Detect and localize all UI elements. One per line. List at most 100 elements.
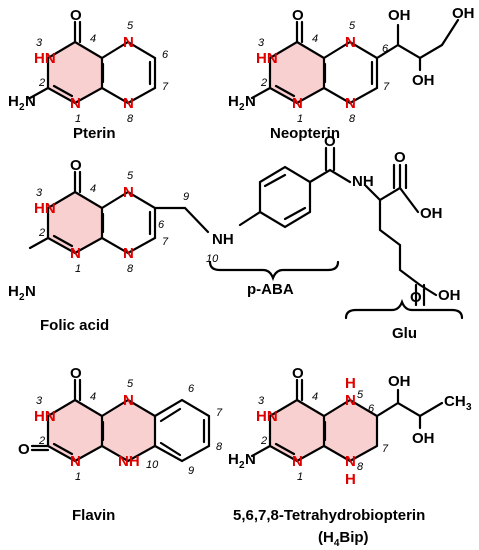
neopterin-num-4: 4 (312, 33, 318, 45)
neopterin-name: Neopterin (270, 125, 340, 142)
h4bip-num-8: 8 (357, 461, 364, 473)
folic-carboxyl-oh-2: OH (438, 287, 461, 304)
h4bip-amino-n: N (245, 451, 256, 468)
folic-num-2: 2 (38, 227, 45, 239)
neopterin-n8: N (345, 95, 356, 112)
pterin-num-3: 3 (36, 37, 43, 49)
neopterin-n1: N (292, 95, 303, 112)
flavin-num-7: 7 (216, 407, 223, 419)
h4bip-ch3-sub: 3 (466, 402, 472, 413)
flavin-num-10: 10 (146, 459, 159, 471)
folic-num-3: 3 (36, 187, 43, 199)
h4bip-hn3: HN (256, 408, 278, 425)
flavin-num-9: 9 (188, 465, 194, 477)
folic-num-10: 10 (206, 253, 219, 265)
h4bip-abbr-sub: 4 (334, 538, 340, 549)
flavin-num-6: 6 (188, 383, 195, 395)
folic-num-4: 4 (90, 183, 96, 195)
neopterin-num-8: 8 (349, 113, 356, 125)
folic-left-ring-highlight (48, 192, 102, 253)
flavin-left-ring-highlight (48, 400, 102, 461)
pterin-num-8: 8 (127, 113, 134, 125)
flavin-num-1: 1 (75, 471, 81, 483)
pterin-bonds (28, 20, 157, 105)
flavin-oxygen-4: O (70, 365, 82, 382)
folic-n8: N (123, 245, 134, 262)
folic-amino-n: N (25, 283, 36, 300)
folic-oxygen: O (70, 157, 82, 174)
h4bip-num-4: 4 (312, 391, 318, 403)
neopterin-oh-2: OH (412, 72, 435, 89)
pterin-amino-n: N (25, 93, 36, 110)
neopterin-hn3: HN (256, 50, 278, 67)
pterin-structure: O HN N N N H 2 N 3 4 5 6 7 8 1 2 Pterin (8, 7, 169, 142)
neopterin-num-5: 5 (349, 20, 356, 32)
h4bip-structure: O HN N N H N H H 2 N OH OH CH 3 3 4 5 6 … (228, 365, 472, 549)
folic-num-7: 7 (162, 236, 169, 248)
pterin-n1: N (70, 95, 81, 112)
flavin-oxygen-2: O (18, 441, 30, 458)
neopterin-left-ring-highlight (270, 42, 324, 103)
h4bip-oh-2: OH (412, 430, 435, 447)
pterin-amino-sub: 2 (19, 102, 25, 113)
h4bip-amino-sub: 2 (239, 460, 245, 471)
h4bip-num-2: 2 (260, 435, 267, 447)
h4bip-num-6: 6 (368, 403, 375, 415)
folic-carboxyl-o-1: O (394, 149, 406, 166)
pterin-num-6: 6 (162, 49, 169, 61)
h4bip-left-ring-highlight (270, 400, 324, 461)
h4bip-ch3: CH (444, 393, 466, 410)
pterin-num-4: 4 (90, 33, 96, 45)
folic-amino-h: H (8, 283, 19, 300)
h4bip-bonds (250, 378, 444, 463)
flavin-n5: N (123, 392, 134, 409)
h4bip-num-7: 7 (382, 443, 389, 455)
h4bip-abbr-pre: (H (318, 529, 334, 546)
folic-carboxyl-o-2: O (410, 289, 422, 306)
neopterin-amino-h: H (228, 93, 239, 110)
h4bip-num-3: 3 (258, 395, 265, 407)
folic-n1: N (70, 245, 81, 262)
pterin-num-5: 5 (127, 20, 134, 32)
folic-nh-10: NH (212, 231, 234, 248)
flavin-bonds (30, 378, 211, 463)
flavin-structure: O O HN N N NH 3 4 5 6 7 8 9 10 1 2 Flavi… (18, 365, 223, 524)
neopterin-structure: O HN N N N H 2 N OH OH OH 3 4 5 6 7 8 1 … (228, 5, 475, 142)
pterin-hn3: HN (34, 50, 56, 67)
neopterin-num-1: 1 (297, 113, 303, 125)
h4bip-n5: N (345, 392, 356, 409)
h4bip-abbr-post: Bip) (339, 529, 368, 546)
h4bip-oxygen: O (292, 365, 304, 382)
neopterin-num-2: 2 (260, 77, 267, 89)
h4bip-h8: H (345, 471, 356, 488)
flavin-n1: N (70, 453, 81, 470)
folic-hn3: HN (34, 200, 56, 217)
h4bip-amino-h: H (228, 451, 239, 468)
glu-brace (344, 298, 464, 320)
pterin-num-1: 1 (75, 113, 81, 125)
folic-nh-amide: NH (352, 173, 374, 190)
folic-acid-structure: O HN N N N H 2 N NH NH O O OH O OH 3 4 5… (8, 133, 464, 342)
h4bip-num-5: 5 (357, 389, 364, 401)
neopterin-n5: N (345, 34, 356, 51)
flavin-num-5: 5 (127, 378, 134, 390)
folic-num-1: 1 (75, 263, 81, 275)
h4bip-right-ring-highlight (324, 400, 377, 461)
pterin-num-2: 2 (38, 77, 45, 89)
pterin-n8: N (123, 95, 134, 112)
h4bip-n1: N (292, 453, 303, 470)
folic-num-9: 9 (183, 191, 189, 203)
folic-amide-oxygen: O (324, 133, 336, 150)
paba-label: p-ABA (247, 281, 294, 298)
flavin-num-4: 4 (90, 391, 96, 403)
neopterin-num-6: 6 (382, 43, 389, 55)
folic-n5: N (123, 184, 134, 201)
pterin-left-ring-highlight (48, 42, 102, 103)
neopterin-oh-1: OH (388, 7, 411, 24)
folic-num-8: 8 (127, 263, 134, 275)
h4bip-num-1: 1 (297, 471, 303, 483)
paba-brace (208, 260, 340, 282)
h4bip-oh-1: OH (388, 373, 411, 390)
flavin-middle-ring-highlight (102, 400, 155, 461)
